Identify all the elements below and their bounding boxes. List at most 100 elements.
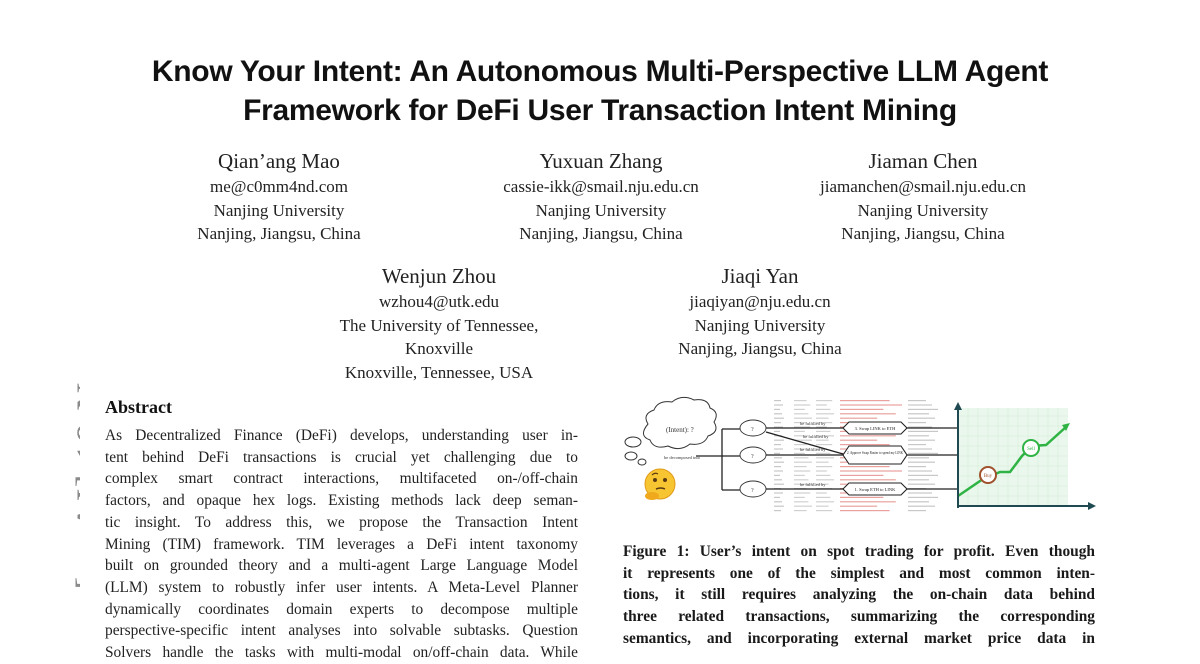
author-name: Wenjun Zhou xyxy=(381,264,497,288)
table-cell xyxy=(774,492,783,494)
table-cell xyxy=(794,408,805,410)
table-cell xyxy=(840,466,890,468)
abstract-line: (LLM) system to robustly infer user inte… xyxy=(105,578,578,596)
table-cell xyxy=(908,417,935,419)
table-cell xyxy=(794,496,805,498)
table-cell xyxy=(794,426,811,428)
table-cell xyxy=(816,444,833,446)
table-cell xyxy=(908,444,926,446)
table-cell xyxy=(816,404,827,406)
table-cell xyxy=(908,439,935,441)
table-cell xyxy=(840,435,896,437)
arxiv-stamp: [cs.AI] 19 Nov 2025 xyxy=(20,330,80,648)
thinking-face-icon xyxy=(644,468,676,500)
table-cell xyxy=(908,457,929,459)
table-cell xyxy=(794,505,812,507)
x-axis-arrow-icon xyxy=(1088,502,1096,510)
table-cell xyxy=(908,479,929,481)
table-cell xyxy=(774,466,781,468)
fulfill-connector xyxy=(765,427,844,490)
table-cell xyxy=(774,400,781,402)
table-cell xyxy=(908,474,938,476)
table-cell xyxy=(794,501,809,503)
author-block: Jiaman Chen jiamanchen@smail.nju.edu.cn … xyxy=(795,148,1051,246)
table-cell xyxy=(794,404,811,406)
table-cell xyxy=(816,408,831,410)
abstract-heading: Abstract xyxy=(105,397,172,417)
table-cell xyxy=(908,404,932,406)
table-cell xyxy=(840,510,890,512)
table-cell xyxy=(794,417,812,419)
author-name: Jiaman Chen xyxy=(868,149,978,173)
author-location: Nanjing, Jiangsu, China xyxy=(519,224,683,243)
table-cell xyxy=(816,474,831,476)
table-cell xyxy=(908,496,938,498)
abstract-line: factors, and opaque hex logs. Existing m… xyxy=(105,492,578,510)
table-cell xyxy=(908,470,932,472)
sub-intent-label: ? xyxy=(751,454,754,460)
author-name: Yuxuan Zhang xyxy=(539,149,663,173)
transaction-nodes xyxy=(842,421,908,496)
table-cell xyxy=(840,439,878,441)
table-cell xyxy=(794,452,805,454)
table-cell xyxy=(816,430,831,432)
table-cell xyxy=(840,470,902,472)
table-cell xyxy=(816,439,829,441)
table-cell xyxy=(840,417,878,419)
table-cell xyxy=(840,444,890,446)
table-cell xyxy=(908,448,932,450)
buy-marker xyxy=(979,466,997,484)
author-email: wzhou4@utk.edu xyxy=(379,292,499,311)
table-cell xyxy=(840,413,896,415)
arxiv-stamp-text: [cs.AI] 19 Nov 2025 xyxy=(69,330,80,590)
table-cell xyxy=(816,492,827,494)
table-cell xyxy=(816,505,829,507)
table-cell xyxy=(794,422,807,424)
table-cell xyxy=(774,479,782,481)
author-affiliation: The University of Tennessee, xyxy=(339,315,539,335)
author-block: Yuxuan Zhang cassie-ikk@smail.nju.edu.cn… xyxy=(480,148,722,246)
author-affiliation: Nanjing University xyxy=(694,315,826,335)
author-email: jiaqiyan@nju.edu.cn xyxy=(689,292,831,311)
table-cell xyxy=(816,470,827,472)
transaction-1-label: 1. Swap ETH to LINK xyxy=(855,487,897,492)
table-cell xyxy=(840,400,890,402)
fulfilled-label: be fulfilled by xyxy=(800,421,826,426)
table-cell xyxy=(840,501,896,503)
author-block: Wenjun Zhou wzhou4@utk.edu The Universit… xyxy=(318,263,560,384)
author-location: Nanjing, Jiangsu, China xyxy=(197,224,361,243)
intent-bubble-label: (Intent): ? xyxy=(666,426,694,434)
abstract-body: As Decentralized Finance (DeFi) develops… xyxy=(105,425,578,664)
abstract-line: dynamically coordinates domain experts t… xyxy=(105,600,578,618)
table-cell xyxy=(794,448,811,450)
table-cell xyxy=(840,479,896,481)
table-cell xyxy=(816,400,833,402)
y-axis-arrow-icon xyxy=(954,402,962,410)
table-cell xyxy=(908,505,935,507)
author-affiliation-cont: Knoxville xyxy=(405,339,473,358)
table-cell xyxy=(840,408,884,410)
table-cell xyxy=(794,439,812,441)
table-cell xyxy=(816,461,829,463)
abstract-line: perspective-specific intent analyses int… xyxy=(105,622,578,640)
table-cell xyxy=(774,413,782,415)
title-line-1: Know Your Intent: An Autonomous Multi-Pe… xyxy=(151,55,1049,88)
table-cell xyxy=(908,466,926,468)
abstract-line: built on grounded theory and a multi-age… xyxy=(105,557,578,575)
author-location: Nanjing, Jiangsu, China xyxy=(678,339,842,358)
abstract-line: complex smart contract interactions, mul… xyxy=(105,470,578,488)
author-name: Qian’ang Mao xyxy=(218,149,340,173)
sell-label: Sell xyxy=(1027,447,1035,452)
table-cell xyxy=(840,505,878,507)
table-cell xyxy=(908,510,926,512)
table-cell xyxy=(816,422,833,424)
caption-line: semantics, and incorporating external ma… xyxy=(623,629,1095,647)
table-cell xyxy=(774,510,781,512)
table-cell xyxy=(794,444,807,446)
table-cell xyxy=(908,400,926,402)
abstract-line: tent behind DeFi transactions is crucial… xyxy=(105,448,578,466)
table-cell xyxy=(816,417,829,419)
table-cell xyxy=(908,492,932,494)
decompose-connector xyxy=(696,428,740,491)
table-cell xyxy=(794,474,805,476)
